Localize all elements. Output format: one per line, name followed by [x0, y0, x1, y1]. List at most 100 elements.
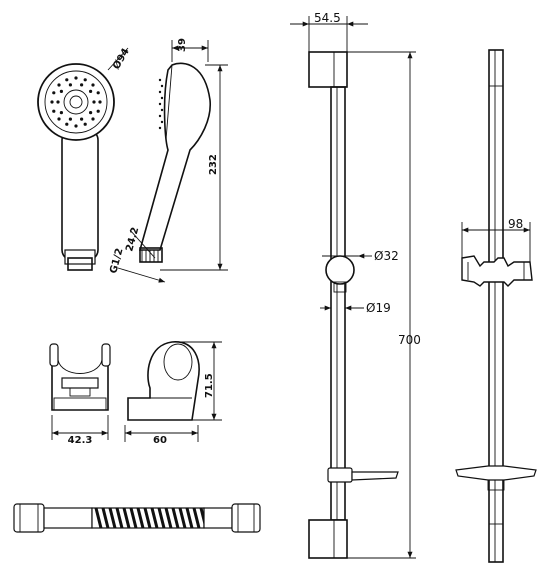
- hose-coil: [122, 507, 131, 529]
- hose-coil: [115, 507, 124, 529]
- side-nozzle: [160, 84, 164, 88]
- bottom-bracket-front: [308, 519, 348, 559]
- hose-coil: [129, 507, 138, 529]
- handle-side-profile: [138, 62, 211, 251]
- side-nozzle: [160, 108, 164, 112]
- side-nozzle: [158, 114, 162, 118]
- nozzle: [89, 111, 93, 115]
- thread-size-label: G1/2: [108, 247, 125, 275]
- hose-coil: [178, 507, 187, 529]
- nozzle: [91, 83, 95, 87]
- hose-coil: [150, 507, 159, 529]
- hose-right-sleeve: [203, 507, 233, 529]
- hose-coil: [143, 507, 152, 529]
- nozzle: [68, 117, 72, 121]
- handle-front: [61, 129, 99, 261]
- nozzle: [92, 100, 96, 104]
- shower-head-face: [44, 70, 108, 134]
- handle-length-label: 232: [208, 154, 219, 175]
- hand-shower-front-view: Ø94: [37, 46, 132, 271]
- hose-coil: [101, 507, 110, 529]
- shower-head-center-ring: [63, 89, 89, 115]
- holder-depth-label: 60: [153, 435, 167, 446]
- nozzle-pattern: [50, 76, 102, 128]
- hose-coil: [192, 507, 201, 529]
- neck-leader: [129, 229, 156, 259]
- hand-shower-side-view: 39 232 G1/2 24.2: [108, 38, 228, 283]
- holder-base-front: [53, 397, 107, 411]
- side-nozzle: [160, 120, 164, 124]
- handle-connector: [64, 249, 96, 265]
- side-nozzle: [158, 126, 162, 130]
- nozzle: [83, 78, 87, 82]
- hose-left-sleeve: [43, 507, 93, 529]
- side-nozzle-pattern: [158, 78, 164, 130]
- nozzle: [96, 109, 100, 113]
- head-face-edge: [165, 64, 173, 141]
- hose-coil: [136, 507, 145, 529]
- side-nozzle: [158, 90, 162, 94]
- slider-front: [325, 255, 355, 285]
- hose-coil: [108, 507, 117, 529]
- hose-coil: [185, 507, 194, 529]
- holder-height-label: 71.5: [204, 373, 215, 398]
- slider-width-label: 98: [508, 217, 523, 231]
- slide-bar-side-view: 98: [455, 49, 537, 563]
- nozzle: [83, 122, 87, 126]
- nozzle: [74, 76, 78, 80]
- nozzle: [80, 117, 84, 121]
- bar-side: [488, 49, 504, 563]
- head-diameter-label: Ø94: [110, 46, 132, 71]
- holder-right-arm: [101, 343, 111, 367]
- slider-side: [461, 255, 533, 287]
- holder-left-arm: [49, 343, 59, 367]
- side-nozzle: [160, 96, 164, 100]
- shower-head-center: [69, 95, 83, 109]
- nozzle: [96, 91, 100, 95]
- slide-bar-front-view: 54.5 Ø32 Ø19 700: [290, 11, 421, 559]
- hose-coil: [94, 507, 103, 529]
- bar-offset-label: 54.5: [314, 11, 341, 25]
- hose-right-fitting: [231, 503, 261, 533]
- nozzle: [65, 122, 69, 126]
- holder-ring: [163, 343, 193, 381]
- shower-hose: [13, 503, 261, 533]
- holder-side-view: 71.5 60: [124, 341, 222, 446]
- nozzle: [50, 100, 54, 104]
- nozzle: [80, 83, 84, 87]
- top-bracket-front: [308, 51, 348, 88]
- nozzle: [59, 89, 64, 93]
- hose-left-fitting: [13, 503, 45, 533]
- bar-diameter-label: Ø19: [366, 301, 391, 315]
- bar-length-label: 700: [398, 333, 421, 347]
- nozzle: [98, 100, 102, 104]
- soap-dish-side: [455, 465, 537, 481]
- nozzle: [52, 91, 56, 95]
- soap-dish-front: [351, 471, 399, 481]
- side-nozzle: [158, 102, 162, 106]
- holder-side-outline: [127, 341, 200, 421]
- side-nozzle: [158, 78, 162, 82]
- slider-diameter-label: Ø32: [374, 249, 399, 263]
- hose-coil: [164, 507, 173, 529]
- holder-knob: [61, 377, 99, 389]
- head-depth-label: 39: [177, 38, 188, 52]
- nozzle: [68, 83, 72, 87]
- nozzle: [57, 83, 61, 87]
- soap-dish-clamp-front: [327, 467, 353, 483]
- hose-coil: [171, 507, 180, 529]
- bar-front: [330, 86, 346, 521]
- nozzle: [65, 78, 69, 82]
- nozzle: [59, 111, 64, 115]
- thread-leader: [117, 267, 166, 283]
- nozzle: [74, 124, 78, 128]
- nozzle: [91, 117, 95, 121]
- nozzle: [52, 109, 56, 113]
- nozzle: [57, 117, 61, 121]
- thread-side: [139, 247, 163, 263]
- holder-front-view: 42.3: [49, 343, 111, 446]
- thread-lines: [141, 250, 159, 262]
- holder-neck: [69, 387, 91, 397]
- shower-head-outer: [37, 63, 115, 141]
